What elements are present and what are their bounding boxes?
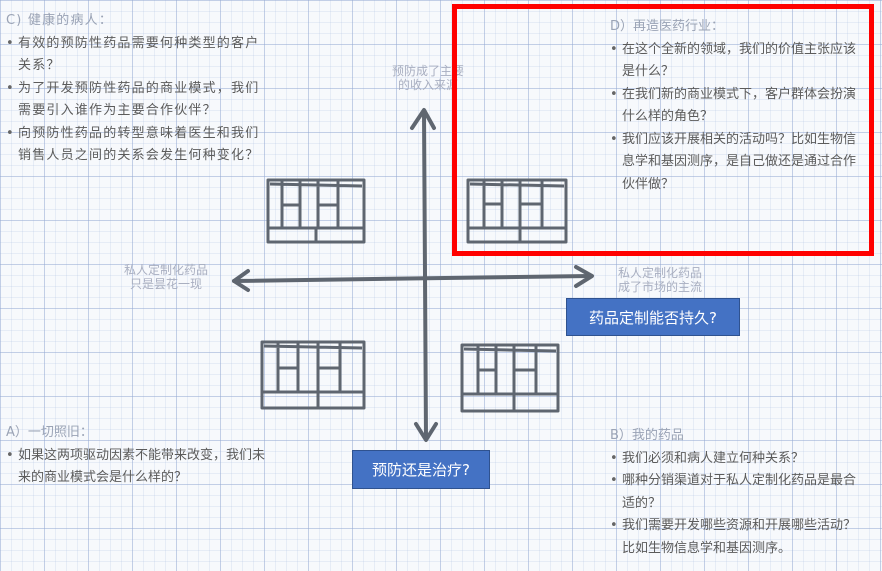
horizontal-arrowhead-left [232, 269, 250, 292]
canvas-sketch-top-left [266, 178, 366, 244]
axis-label-top-line1: 预防成了主要 [391, 64, 464, 78]
vertical-axis [422, 110, 428, 440]
list-item: 向预防性药品的转型意味着医生和我们销售人员之间的关系会发生何种变化？ [6, 123, 268, 168]
quadrant-d-title: D）再造医药行业： [610, 19, 725, 34]
canvas-sketch-bottom-left [260, 340, 366, 410]
list-item: 为了开发预防性药品的商业模式，我们需要引入谁作为主要合作伙伴？ [6, 78, 268, 123]
quadrant-c: C) 健康的病人： 有效的预防性药品需要何种类型的客户关系？ 为了开发预防性药品… [6, 10, 268, 168]
quadrant-d: D）再造医药行业： 在这个全新的领域，我们的价值主张应该是什么？ 在我们新的商业… [610, 16, 868, 196]
axis-label-left: 私人定制化药品 只是昙花一现 [106, 263, 226, 291]
list-item: 如果这两项驱动因素不能带来改变，我们未来的商业模式会是什么样的？ [6, 445, 276, 490]
quadrant-b-list: 我们必须和病人建立何种关系？ 哪种分销渠道对于私人定制化药品是最合适的？ 我们需… [610, 448, 868, 561]
callout-prevention-or-treatment: 预防还是治疗? [352, 450, 490, 489]
horizontal-axis [232, 274, 592, 283]
horizontal-arrowhead-right [574, 265, 594, 288]
axis-label-right-line1: 私人定制化药品 [617, 266, 702, 280]
axis-label-top-line2: 的收入来源 [397, 78, 458, 92]
list-item: 在我们新的商业模式下，客户群体会扮演什么样的角色？ [610, 84, 868, 129]
axis-label-left-line2: 只是昙花一现 [129, 277, 202, 291]
quadrant-b-title: B）我的药品 [610, 428, 684, 443]
quadrant-c-list: 有效的预防性药品需要何种类型的客户关系？ 为了开发预防性药品的商业模式，我们需要… [6, 33, 268, 168]
axis-label-right: 私人定制化药品 成了市场的主流 [595, 266, 725, 294]
list-item: 我们需要开发哪些资源和开展哪些活动？比如生物信息学和基因测序。 [610, 515, 868, 560]
quadrant-a: A）一切照旧： 如果这两项驱动因素不能带来改变，我们未来的商业模式会是什么样的？ [6, 422, 276, 490]
axis-label-right-line2: 成了市场的主流 [617, 280, 702, 294]
axis-label-left-line1: 私人定制化药品 [123, 263, 208, 277]
quadrant-a-list: 如果这两项驱动因素不能带来改变，我们未来的商业模式会是什么样的？ [6, 445, 276, 490]
vertical-arrowhead-bottom [414, 422, 438, 442]
quadrant-a-title: A）一切照旧： [6, 425, 93, 440]
list-item: 在这个全新的领域，我们的价值主张应该是什么？ [610, 39, 868, 84]
canvas-sketch-top-right [466, 178, 568, 244]
list-item: 我们必须和病人建立何种关系？ [610, 448, 868, 471]
quadrant-d-list: 在这个全新的领域，我们的价值主张应该是什么？ 在我们新的商业模式下，客户群体会扮… [610, 39, 868, 197]
list-item: 有效的预防性药品需要何种类型的客户关系？ [6, 33, 268, 78]
highlight-frame-quadrant-d [452, 4, 874, 256]
list-item: 哪种分销渠道对于私人定制化药品是最合适的？ [610, 470, 868, 515]
axis-label-top: 预防成了主要 的收入来源 [368, 64, 488, 92]
quadrant-c-title: C) 健康的病人： [6, 13, 114, 28]
vertical-arrowhead-top [410, 108, 436, 130]
callout-customization-durability: 药品定制能否持久? [566, 298, 740, 336]
canvas-sketch-bottom-right [460, 343, 560, 413]
quadrant-b: B）我的药品 我们必须和病人建立何种关系？ 哪种分销渠道对于私人定制化药品是最合… [610, 425, 868, 560]
list-item: 我们应该开展相关的活动吗？比如生物信息学和基因测序，是自己做还是通过合作伙伴做？ [610, 129, 868, 197]
